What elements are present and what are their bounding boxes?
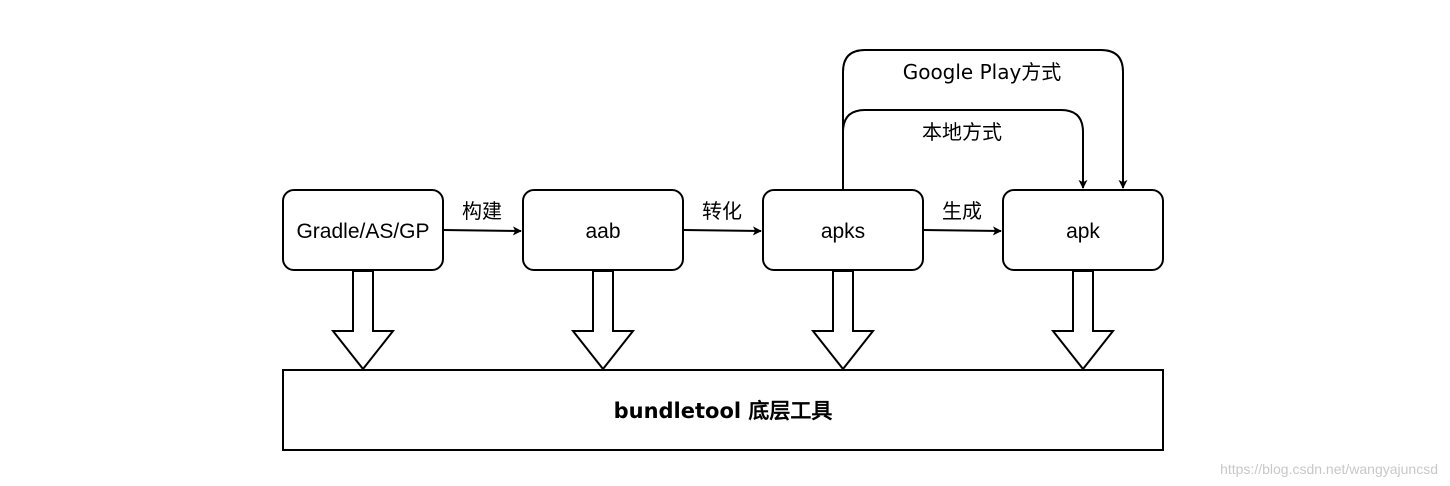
generate-connector: [922, 226, 1002, 236]
convert-connector: [683, 226, 762, 236]
node-apks-label: apks: [821, 220, 865, 243]
local-label: 本地方式: [922, 120, 1002, 144]
build-connector: [442, 226, 522, 236]
down-arrow-gradle: [330, 270, 396, 371]
watermark-text: https://blog.csdn.net/wangyajuncsd: [1220, 461, 1438, 477]
node-aab: aab: [522, 189, 684, 271]
bundletool-base-label: bundletool 底层工具: [614, 399, 833, 423]
down-arrow-apk: [1050, 270, 1116, 371]
build-label: 构建: [462, 199, 502, 223]
node-apk-label: apk: [1066, 220, 1100, 243]
down-arrow-aab: [570, 270, 636, 371]
node-aab-label: aab: [585, 220, 620, 243]
node-gradle-label: Gradle/AS/GP: [296, 220, 429, 243]
google-play-connector: [842, 49, 1128, 190]
down-arrow-apks: [810, 270, 876, 371]
generate-label: 生成: [942, 199, 982, 223]
google-play-label: Google Play方式: [903, 60, 1062, 84]
node-gradle: Gradle/AS/GP: [282, 189, 444, 271]
node-apks: apks: [762, 189, 924, 271]
node-apk: apk: [1002, 189, 1164, 271]
convert-label: 转化: [702, 199, 742, 223]
local-connector: [842, 109, 1083, 188]
bundletool-base-box: bundletool 底层工具: [282, 369, 1164, 451]
